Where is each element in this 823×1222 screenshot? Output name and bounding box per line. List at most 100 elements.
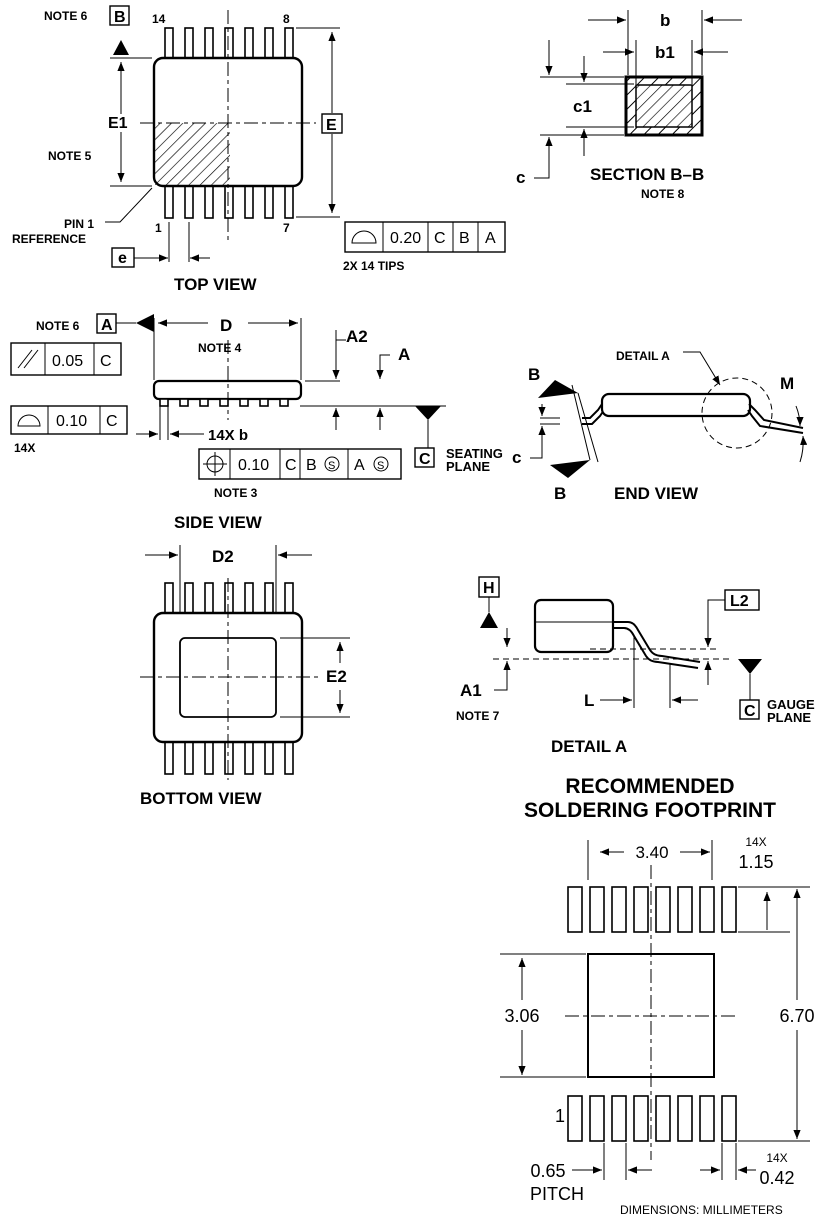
pin1-label: 1: [155, 221, 162, 235]
end-view-title: END VIEW: [614, 484, 699, 503]
datum-a-label: A: [101, 317, 113, 334]
seating-line2: PLANE: [446, 459, 490, 474]
side-14x-label: 14X: [14, 441, 35, 455]
pin14-label: 14: [152, 12, 166, 26]
top-note6-label: NOTE 6: [44, 9, 88, 23]
side-datum-c: C: [419, 451, 431, 468]
top-fcf-profile: 0.20 C B A: [344, 221, 506, 253]
top-view-title: TOP VIEW: [174, 275, 257, 294]
pitch-e-label: e: [118, 250, 127, 267]
pin7-label: 7: [283, 221, 290, 235]
bottom-d2-label: D2: [212, 547, 234, 566]
footprint-14x-bottom: 14X: [766, 1151, 787, 1165]
gauge-line1: GAUGE: [767, 697, 815, 712]
footprint-width: 3.40: [635, 843, 668, 862]
gauge-line2: PLANE: [767, 710, 811, 725]
footprint-units: DIMENSIONS: MILLIMETERS: [620, 1203, 783, 1217]
footprint-title-line2: SOLDERING FOOTPRINT: [524, 799, 776, 822]
datum-e-label: E: [326, 117, 337, 134]
top-leads-lower: [164, 185, 294, 219]
detail-a-title: DETAIL A: [551, 737, 627, 756]
footprint-pads-upper: [567, 886, 737, 933]
datum-b-box: [109, 5, 130, 26]
section-title: SECTION B–B: [590, 165, 704, 184]
datum-b-label: B: [114, 9, 126, 26]
footprint-center-height: 3.06: [504, 1006, 539, 1026]
side-note6-label: NOTE 6: [36, 319, 80, 333]
svg-text:A: A: [354, 457, 365, 474]
svg-text:0.10: 0.10: [56, 413, 87, 430]
side-14xb-label: 14X b: [208, 427, 248, 444]
section-c-label: c: [516, 168, 525, 187]
footprint-overall: 6.70: [779, 1006, 814, 1026]
end-b-bottom: B: [554, 484, 566, 503]
side-fcf-profile: 0.10 C: [10, 405, 128, 435]
svg-text:A: A: [485, 230, 496, 247]
detail-a: H A1 NOTE 7 L L2 C GAUGE PLANE DETAIL A: [456, 576, 815, 756]
footprint-pads-lower: [567, 1095, 737, 1142]
bottom-view: D2 E2 BOTTOM VIEW: [140, 545, 350, 808]
end-b-top: B: [528, 365, 540, 384]
footprint-14x-top: 14X: [745, 835, 766, 849]
pin1-ref-line2: REFERENCE: [12, 232, 86, 246]
side-view: NOTE 6 A D NOTE 4 0.05 C: [10, 313, 503, 532]
end-m-label: M: [780, 374, 794, 393]
svg-text:0.10: 0.10: [238, 457, 269, 474]
side-package: [152, 340, 303, 420]
section-c1-label: c1: [573, 97, 592, 116]
svg-text:B: B: [306, 457, 317, 474]
seating-line1: SEATING: [446, 446, 503, 461]
bottom-e2-label: E2: [326, 667, 347, 686]
side-fcf-parallel: 0.05 C: [10, 342, 122, 376]
svg-text:S: S: [377, 460, 384, 472]
pin8-label: 8: [283, 12, 290, 26]
footprint-pad-length: 1.15: [738, 852, 773, 872]
detail-a1-label: A1: [460, 681, 482, 700]
bottom-leads-upper: [164, 582, 294, 614]
datum-b-triangle: [113, 40, 129, 55]
footprint-title-line1: RECOMMENDED: [565, 775, 734, 798]
side-note3: NOTE 3: [214, 486, 258, 500]
top-leads-upper: [164, 27, 294, 59]
detail-a-label: DETAIL A: [616, 349, 670, 363]
top-view: NOTE 6 B 14 8: [12, 5, 506, 294]
detail-l2-label: L2: [730, 593, 749, 610]
tips-label: 2X 14 TIPS: [343, 259, 404, 273]
svg-text:C: C: [285, 457, 297, 474]
section-b1-label: b1: [655, 43, 675, 62]
bottom-view-title: BOTTOM VIEW: [140, 789, 262, 808]
end-view: DETAIL A M B B c END VIEW: [512, 349, 808, 503]
pin1-quadrant-hatch: [155, 123, 230, 185]
svg-text:C: C: [106, 413, 118, 430]
bottom-leads-lower: [164, 741, 294, 775]
side-a2-label: A2: [346, 327, 368, 346]
footprint-pad-width: 0.42: [759, 1168, 794, 1188]
detail-note7: NOTE 7: [456, 709, 500, 723]
footprint-pitch-value: 0.65: [530, 1161, 565, 1181]
svg-text:0.20: 0.20: [390, 230, 421, 247]
footprint-pitch-label: PITCH: [530, 1184, 584, 1204]
detail-h-label: H: [483, 580, 495, 597]
svg-text:C: C: [100, 353, 112, 370]
end-c-label: c: [512, 448, 521, 467]
section-b-label: b: [660, 11, 670, 30]
datum-a-triangle: [136, 314, 154, 332]
svg-text:0.05: 0.05: [52, 353, 83, 370]
side-fcf-position: 0.10 C B S A S: [198, 448, 402, 480]
footprint-pin1: 1: [555, 1106, 565, 1126]
note5-label: NOTE 5: [48, 149, 92, 163]
side-note4: NOTE 4: [198, 341, 242, 355]
side-a-label: A: [398, 345, 410, 364]
pin1-ref-line1: PIN 1: [64, 217, 94, 231]
section-note8: NOTE 8: [641, 187, 685, 201]
detail-body: [533, 598, 615, 654]
section-bb: b b1 c1 c SECTION B–B NOTE 8: [516, 10, 742, 201]
svg-text:C: C: [434, 230, 446, 247]
svg-text:B: B: [459, 230, 470, 247]
detail-l-label: L: [584, 691, 594, 710]
e1-label: E1: [108, 115, 128, 132]
soldering-footprint: RECOMMENDED SOLDERING FOOTPRINT 3.40 14X…: [500, 775, 815, 1217]
side-view-title: SIDE VIEW: [174, 513, 263, 532]
svg-text:S: S: [328, 460, 335, 472]
